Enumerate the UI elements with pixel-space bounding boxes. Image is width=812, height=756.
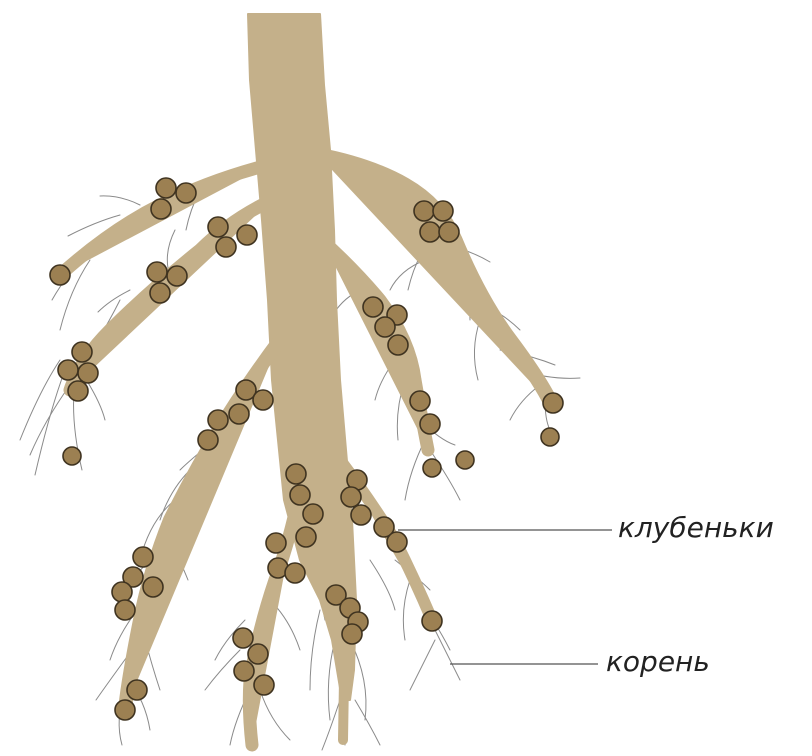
nodule — [439, 222, 459, 242]
root-label: корень — [606, 645, 710, 678]
nodule — [233, 628, 253, 648]
nodule — [414, 201, 434, 221]
nodule — [422, 611, 442, 631]
nodule — [72, 342, 92, 362]
nodule — [341, 487, 361, 507]
nodule — [388, 335, 408, 355]
nodule — [112, 582, 132, 602]
nodule — [456, 451, 474, 469]
nodule — [50, 265, 70, 285]
nodule — [63, 447, 81, 465]
nodule — [303, 504, 323, 524]
nodule — [433, 201, 453, 221]
nodule — [216, 237, 236, 257]
nodule — [68, 381, 88, 401]
nodule — [176, 183, 196, 203]
nodule — [420, 222, 440, 242]
nodule — [127, 680, 147, 700]
nodule — [266, 533, 286, 553]
nodule — [151, 199, 171, 219]
nodule — [78, 363, 98, 383]
nodule — [285, 563, 305, 583]
nodule — [143, 577, 163, 597]
nodule — [237, 225, 257, 245]
nodule — [296, 527, 316, 547]
nodule — [363, 297, 383, 317]
nodule — [351, 505, 371, 525]
nodule — [167, 266, 187, 286]
nodules-label: клубеньки — [618, 511, 774, 544]
nodule — [58, 360, 78, 380]
nodule — [115, 600, 135, 620]
nodule — [423, 459, 441, 477]
nodule — [420, 414, 440, 434]
nodule — [150, 283, 170, 303]
nodule — [208, 410, 228, 430]
nodule — [234, 661, 254, 681]
nodule — [147, 262, 167, 282]
nodule — [410, 391, 430, 411]
nodule — [375, 317, 395, 337]
nodule — [387, 532, 407, 552]
nodule — [254, 675, 274, 695]
nodule — [541, 428, 559, 446]
nodule — [198, 430, 218, 450]
nodule — [248, 644, 268, 664]
nodule — [543, 393, 563, 413]
nodule — [290, 485, 310, 505]
nodule — [115, 700, 135, 720]
nodule — [208, 217, 228, 237]
nodule — [156, 178, 176, 198]
nodule — [229, 404, 249, 424]
nodule — [342, 624, 362, 644]
nodule — [133, 547, 153, 567]
nodule — [286, 464, 306, 484]
nodule — [253, 390, 273, 410]
